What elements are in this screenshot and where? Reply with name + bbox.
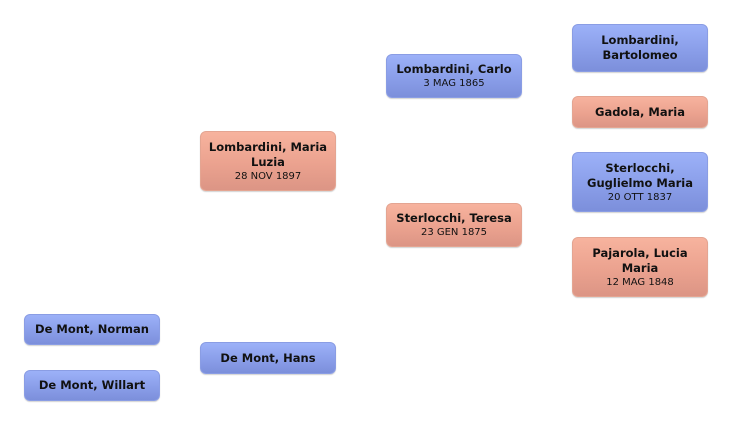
person-node-lombardini-carlo[interactable]: Lombardini, Carlo 3 MAG 1865 bbox=[386, 54, 522, 98]
person-name: De Mont, Willart bbox=[38, 378, 146, 392]
person-name: Lombardini, Bartolomeo bbox=[601, 33, 679, 62]
person-date: 12 MAG 1848 bbox=[606, 276, 674, 288]
person-name: Lombardini, Maria Luzia bbox=[208, 139, 328, 169]
person-date: 20 OTT 1837 bbox=[607, 191, 673, 203]
person-date: 28 NOV 1897 bbox=[234, 170, 302, 182]
person-name: Sterlocchi, Teresa bbox=[396, 211, 512, 225]
person-node-lombardini-maria-luzia[interactable]: Lombardini, Maria Luzia 28 NOV 1897 bbox=[200, 131, 336, 191]
person-node-de-mont-norman[interactable]: De Mont, Norman bbox=[24, 314, 160, 345]
person-node-lombardini-bartolomeo[interactable]: Lombardini, Bartolomeo bbox=[572, 24, 708, 72]
person-node-pajarola-lucia-maria[interactable]: Pajarola, Lucia Maria 12 MAG 1848 bbox=[572, 237, 708, 297]
person-name: Sterlocchi, Guglielmo Maria bbox=[587, 160, 693, 190]
person-name: De Mont, Hans bbox=[220, 350, 316, 365]
person-date: 3 MAG 1865 bbox=[423, 78, 485, 89]
person-node-gadola-maria[interactable]: Gadola, Maria bbox=[572, 96, 708, 128]
person-node-sterlocchi-guglielmo-maria[interactable]: Sterlocchi, Guglielmo Maria 20 OTT 1837 bbox=[572, 152, 708, 212]
person-node-de-mont-hans[interactable]: De Mont, Hans bbox=[200, 342, 336, 374]
person-name: Pajarola, Lucia Maria bbox=[592, 245, 688, 275]
person-date: 23 GEN 1875 bbox=[420, 227, 488, 238]
person-name: De Mont, Norman bbox=[35, 322, 149, 336]
person-node-sterlocchi-teresa[interactable]: Sterlocchi, Teresa 23 GEN 1875 bbox=[386, 203, 522, 247]
person-name: Lombardini, Carlo bbox=[396, 62, 512, 76]
person-node-de-mont-willart[interactable]: De Mont, Willart bbox=[24, 370, 160, 401]
person-name: Gadola, Maria bbox=[595, 104, 685, 119]
